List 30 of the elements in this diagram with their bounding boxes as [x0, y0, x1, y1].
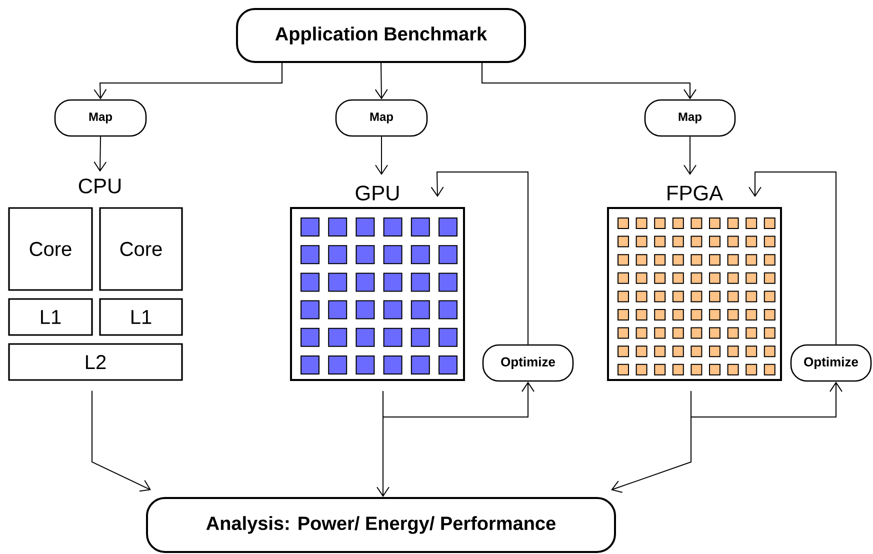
rounded-box: Analysis: Power/ Energy/ Performance: [146, 497, 616, 553]
arrow: [375, 136, 388, 175]
rounded-box: Optimize: [790, 344, 872, 382]
arrow: [690, 382, 842, 418]
arrow: [611, 390, 692, 493]
cache-box: Core: [99, 207, 183, 291]
arrow: [94, 136, 107, 172]
cache-box: L1: [99, 298, 183, 336]
cache-box: Core: [8, 207, 93, 291]
cache-box: L1: [8, 298, 93, 336]
rounded-box: Map: [335, 99, 428, 137]
arrow: [482, 62, 696, 100]
chip-box: GPU: [290, 186, 465, 381]
arrow: [94, 62, 282, 100]
rounded-box: Map: [644, 99, 736, 137]
arrow: [748, 172, 836, 345]
node-label: FPGA: [668, 186, 724, 200]
arrow: [684, 136, 696, 175]
processor-label: CPU: [78, 178, 121, 194]
arrow: [430, 172, 528, 345]
arrow: [92, 390, 151, 492]
chip-box: FPGA: [607, 186, 782, 381]
node-label: GPU: [356, 186, 399, 200]
rounded-box: Map: [54, 99, 147, 137]
cache-box: L2: [8, 343, 183, 381]
arrow: [374, 62, 388, 100]
arrow: [376, 390, 390, 497]
rounded-box: Optimize: [482, 344, 574, 382]
arrow: [382, 382, 534, 418]
rounded-box: Application Benchmark: [236, 8, 526, 63]
